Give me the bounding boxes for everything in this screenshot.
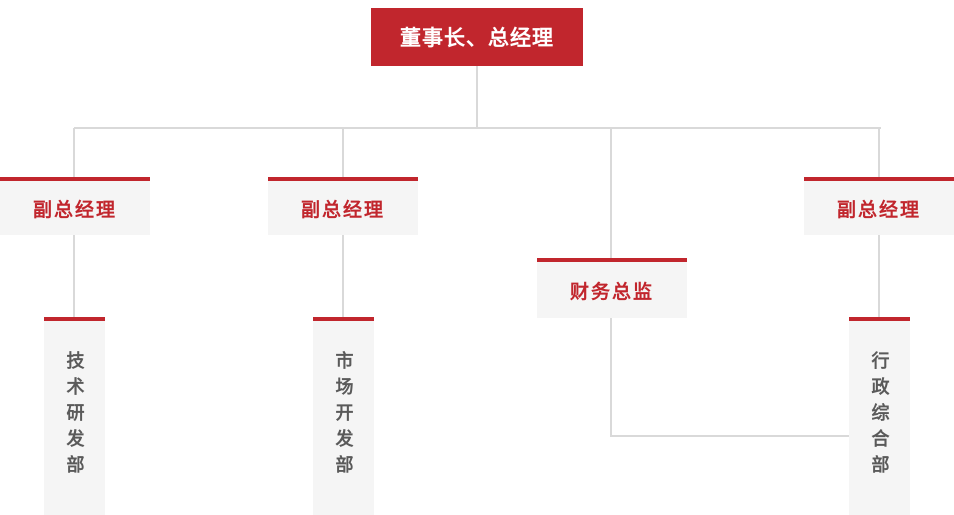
node-label: 董事长、总经理 [400, 27, 554, 50]
connector-finance-to-admin-dept [610, 435, 849, 437]
node-vice-general-manager-middle: 副总经理 [268, 177, 418, 235]
connector-vgm-left-to-tech-dept [73, 235, 75, 318]
connector-rail-to-vgm-middle [342, 128, 344, 178]
node-label: 行政综合部 [869, 351, 890, 481]
node-market-dev-department: 市场开发部 [313, 317, 374, 515]
node-finance-director: 财务总监 [537, 258, 687, 318]
connector-root-to-rail [476, 66, 478, 128]
node-vice-general-manager-right: 副总经理 [804, 177, 954, 235]
connector-vgm-middle-to-market-dept [342, 235, 344, 318]
node-tech-rd-department: 技术研发部 [44, 317, 105, 515]
node-admin-general-department: 行政综合部 [849, 317, 910, 515]
node-label: 副总经理 [836, 199, 921, 221]
node-label: 财务总监 [569, 281, 654, 303]
connector-rail-to-finance [610, 128, 612, 259]
connector-finance-down [610, 318, 612, 437]
connector-rail-to-vgm-right [878, 128, 880, 178]
node-label: 副总经理 [300, 199, 385, 221]
node-label: 副总经理 [32, 199, 117, 221]
node-label: 市场开发部 [333, 351, 354, 481]
connector-rail-to-vgm-left [73, 128, 75, 178]
node-chairman-general-manager: 董事长、总经理 [371, 8, 583, 66]
node-vice-general-manager-left: 副总经理 [0, 177, 150, 235]
connector-main-rail [74, 127, 881, 129]
connector-vgm-right-to-admin-dept [878, 235, 880, 318]
node-label: 技术研发部 [64, 351, 85, 481]
